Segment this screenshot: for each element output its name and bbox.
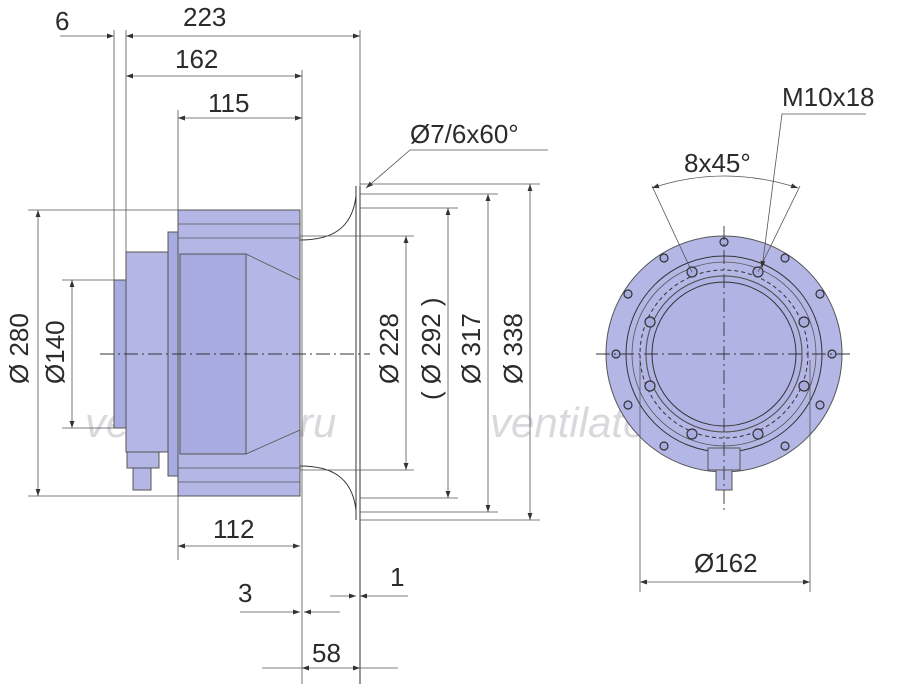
cable-gland — [132, 467, 152, 491]
dim-162: 162 — [175, 44, 218, 74]
dim-angle-8x45: 8x45° — [684, 148, 751, 178]
dim-dia-162: Ø162 — [694, 548, 758, 578]
dim-dia-317: Ø 317 — [456, 313, 486, 384]
dim-thread-m10x18: M10x18 — [782, 82, 875, 112]
dim-3: 3 — [238, 578, 252, 608]
dim-115: 115 — [208, 88, 249, 118]
terminal-box — [126, 451, 160, 469]
dim-6: 6 — [55, 6, 69, 36]
dim-112: 112 — [213, 514, 254, 544]
front-view: 8x45° M10x18 Ø162 — [596, 82, 875, 592]
dim-58: 58 — [312, 638, 341, 668]
dim-dia-338: Ø 338 — [498, 313, 528, 384]
motor-housing — [125, 251, 169, 453]
inlet-ring-top — [299, 186, 357, 241]
impeller-hub — [179, 253, 247, 455]
inlet-ring-bottom — [299, 465, 357, 520]
dim-dia-292: ( Ø 292 ) — [416, 297, 446, 400]
dim-dia-228: Ø 228 — [374, 313, 404, 384]
dim-dia-280: Ø 280 — [4, 313, 34, 384]
dim-holes-7-6x60: Ø7/6x60° — [410, 119, 519, 149]
dim-1: 1 — [390, 562, 404, 592]
dim-dia-140: Ø140 — [40, 320, 70, 384]
dim-223: 223 — [183, 2, 226, 32]
inner-threaded-holes — [644, 266, 810, 440]
side-view: 6 223 162 115 Ø7/6x60° Ø 280 Ø140 Ø 228 … — [4, 2, 548, 684]
